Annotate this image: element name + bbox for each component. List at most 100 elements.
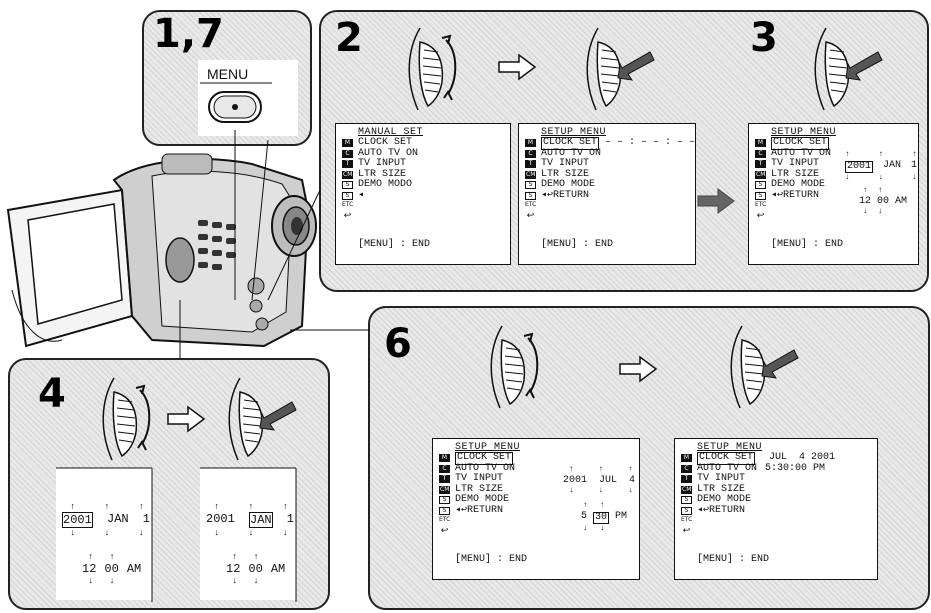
setup-selected-icon: S <box>755 191 766 200</box>
month-selected: JAN <box>249 512 273 528</box>
menu-item: TV INPUT <box>697 473 746 484</box>
tape-icon: T <box>525 160 536 169</box>
setup-icon: S <box>755 181 766 190</box>
control-dial-press-icon-3 <box>814 27 883 111</box>
tape-icon: T <box>681 475 692 484</box>
menu-item-selected: CLOCK SET <box>697 452 756 465</box>
day: 1 <box>142 512 150 526</box>
clock-value: – – : – – : – – <box>605 137 696 148</box>
menu-item: LTR SIZE <box>455 483 504 495</box>
camcorder-illustration <box>6 153 317 348</box>
clock-ampm: AM <box>895 195 908 207</box>
return-icon: ↩ <box>756 210 765 221</box>
control-dial-press-icon-6 <box>730 325 799 409</box>
cm-icon: CM <box>681 485 692 494</box>
manual-icon: M <box>439 454 450 463</box>
setup-icon: S <box>439 496 450 505</box>
menu-item: DEMO MODE <box>771 179 826 190</box>
etc-icon: ETC <box>439 516 451 524</box>
menu-item: TV INPUT <box>455 473 504 484</box>
setup-icon: S <box>681 496 692 505</box>
end-hint: [MENU] : END <box>541 238 614 250</box>
menu-item: DEMO MODE <box>697 494 752 505</box>
clock-minute: 00 <box>877 195 890 207</box>
camera-icon: C <box>681 464 692 473</box>
next-arrow-icon <box>498 53 537 81</box>
end-hint: [MENU] : END <box>455 553 528 565</box>
menu-button[interactable] <box>200 80 272 126</box>
tape-icon: T <box>439 475 450 484</box>
clock-year: 2001 <box>563 474 588 486</box>
menu-item: LTR SIZE <box>697 483 746 495</box>
screen-title: MANUAL SET <box>358 127 424 138</box>
step-number-1-7: 1,7 <box>153 11 224 57</box>
tape-icon: T <box>342 160 353 169</box>
clock-day: 4 <box>628 474 635 486</box>
manual-icon: M <box>681 454 692 463</box>
minute: 00 <box>104 562 119 576</box>
return-icon: ↩ <box>440 525 449 536</box>
step-number-2: 2 <box>335 15 363 61</box>
menu-item: RETURN <box>709 504 746 516</box>
step-4-left-display <box>56 468 152 600</box>
control-dial-press-icon <box>586 27 655 111</box>
end-hint: [MENU] : END <box>358 238 431 250</box>
setup-selected-icon: S <box>681 506 692 515</box>
menu-item: TV INPUT <box>358 158 407 169</box>
step-number-6: 6 <box>384 321 412 367</box>
screen-title: SETUP MENU <box>697 442 763 453</box>
next-arrow-icon-4 <box>167 405 206 433</box>
manual-icon: M <box>755 139 766 148</box>
etc-icon: ETC <box>681 516 693 524</box>
manual-icon: M <box>525 139 536 148</box>
menu-item: LTR SIZE <box>358 168 407 180</box>
screen-title: SETUP MENU <box>771 127 837 138</box>
camera-icon: C <box>755 149 766 158</box>
step-number-3: 3 <box>750 15 778 61</box>
hour: 12 <box>82 562 97 576</box>
clock-ampm: PM <box>615 510 628 522</box>
menu-item: LTR SIZE <box>771 168 820 180</box>
clock-minute-selected: 30 <box>593 511 610 524</box>
cm-icon: CM <box>755 170 766 179</box>
clock-hour: 12 <box>859 195 872 207</box>
year: 2001 <box>206 512 235 526</box>
screen-title: SETUP MENU <box>455 442 521 453</box>
return-icon: ↩ <box>682 525 691 536</box>
return-arrow-icon: ◂↩ <box>771 189 784 201</box>
setup-selected-icon: S <box>525 191 536 200</box>
menu-item-selected: CLOCK SET <box>455 452 514 465</box>
setup-selected-icon: S <box>342 191 353 200</box>
cm-icon: CM <box>342 170 353 179</box>
return-arrow-icon: ◂ <box>358 189 365 201</box>
clock-day: 1 <box>910 159 917 171</box>
tape-icon: T <box>755 160 766 169</box>
menu-item: AUTO TV ON <box>771 147 832 159</box>
menu-item: CLOCK SET <box>358 137 413 148</box>
setup-icon: S <box>525 181 536 190</box>
menu-item: AUTO TV ON <box>358 147 419 159</box>
clock-month: JAN <box>882 159 901 171</box>
return-arrow-icon: ◂↩ <box>697 504 710 516</box>
menu-item: DEMO MODO <box>358 179 413 190</box>
manual-icon: M <box>342 139 353 148</box>
control-dial-rotate-icon-4 <box>102 377 151 461</box>
menu-item: AUTO TV ON <box>541 147 602 159</box>
step-number-4: 4 <box>38 371 66 417</box>
return-arrow-icon: ◂↩ <box>455 504 468 516</box>
end-hint: [MENU] : END <box>771 238 844 250</box>
